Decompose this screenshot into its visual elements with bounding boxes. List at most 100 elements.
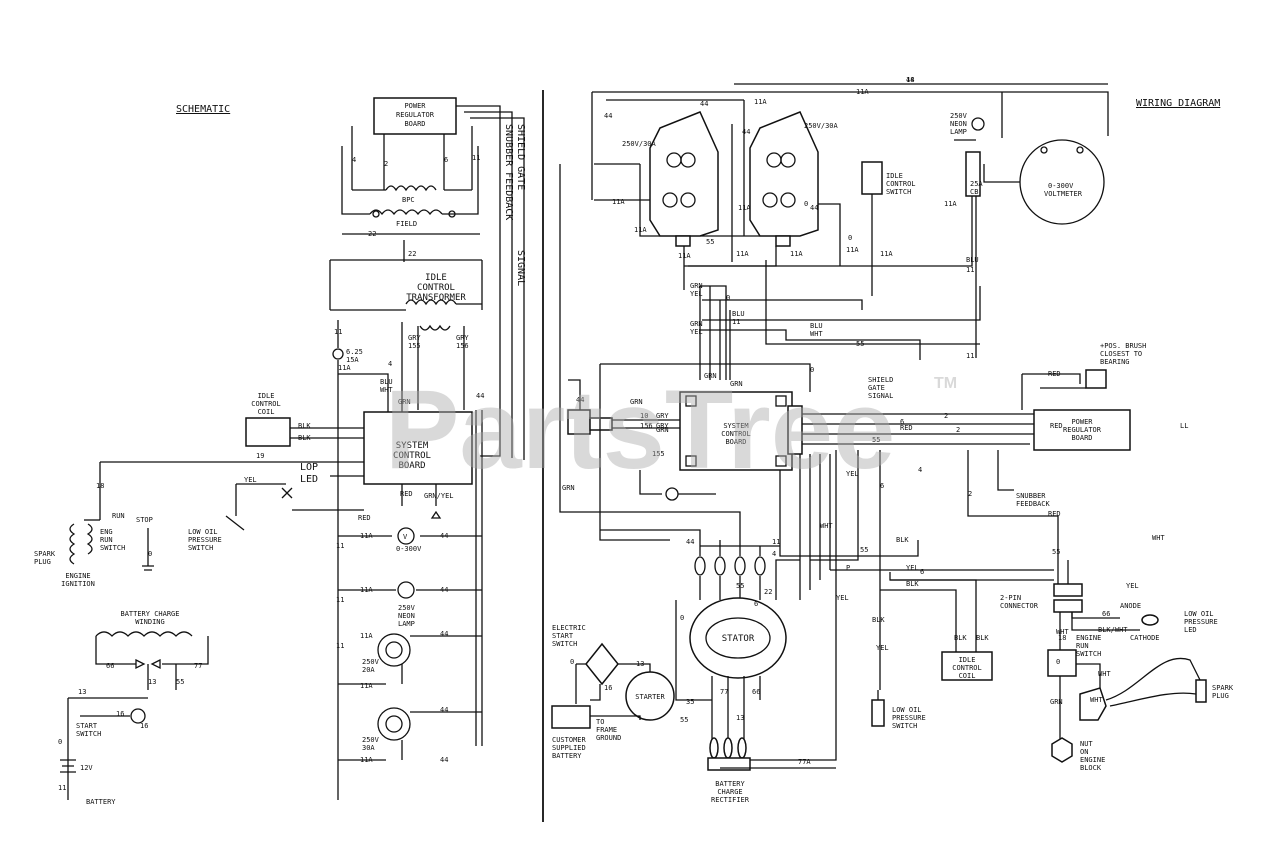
wiring-wire-label: 35 [686, 698, 694, 706]
schematic-wire-label: RED [400, 490, 413, 498]
schematic-wire-label: 11A [360, 532, 373, 540]
svg-text:COIL: COIL [959, 672, 976, 680]
svg-text:IDLE: IDLE [959, 656, 976, 664]
svg-text:250V/30A: 250V/30A [622, 140, 657, 148]
svg-text:COIL: COIL [258, 408, 275, 416]
svg-text:ENG: ENG [100, 528, 113, 536]
svg-text:2-PIN: 2-PIN [1000, 594, 1021, 602]
schematic-wire-label: 66 [106, 662, 114, 670]
wiring-wire-label: 11A [736, 250, 749, 258]
schematic-system-control-board [363, 411, 473, 485]
wiring-customer-supplied-battery [551, 705, 591, 729]
wiring-wire-label: 77A [798, 758, 811, 766]
svg-text:BEARING: BEARING [1100, 358, 1130, 366]
svg-text:LED: LED [300, 474, 318, 485]
svg-text:BOARD: BOARD [398, 461, 425, 471]
schematic-wire-label: 77 [194, 662, 202, 670]
svg-text:SUPPLIED: SUPPLIED [552, 744, 586, 752]
wiring-wire-label: WHT [820, 522, 833, 530]
schematic-wire-label: YEL [244, 476, 257, 484]
wiring-circuit-breaker-25a [965, 151, 981, 197]
svg-text:CHARGE: CHARGE [717, 788, 742, 796]
svg-text:RUN: RUN [1076, 642, 1089, 650]
svg-text:PLUG: PLUG [1212, 692, 1229, 700]
wiring-wire-label: RED [900, 424, 913, 432]
svg-text:STARTER: STARTER [635, 693, 665, 701]
svg-text:LOW OIL: LOW OIL [1184, 610, 1214, 618]
wiring-nut-engine-block [1051, 737, 1073, 763]
wiring-wire-label: WHT [1152, 534, 1165, 542]
wiring-wire-label: 0 [680, 614, 684, 622]
wiring-wire-label: BLK [896, 536, 909, 544]
wiring-wire-label: YEL [690, 290, 703, 298]
wiring-wire-label: 11A [856, 88, 869, 96]
svg-text:SWITCH: SWITCH [76, 730, 101, 738]
svg-text:SWITCH: SWITCH [886, 188, 911, 196]
wiring-section: 250V/30A 250V/30A IDLE CONTROL SWITCH 25… [551, 83, 1234, 804]
wiring-wire-label: 6 [880, 482, 884, 490]
schematic-wire-label: 11A [360, 682, 373, 690]
wiring-low-oil-pressure-led [1141, 614, 1159, 626]
wiring-wire-label: 11 [772, 538, 780, 546]
svg-text:V: V [403, 533, 408, 541]
svg-text:250V: 250V [362, 736, 380, 744]
schematic-wire-label: GRY [456, 334, 469, 342]
svg-text:PRESSURE: PRESSURE [892, 714, 926, 722]
wiring-wire-label: 6 [754, 600, 758, 608]
svg-text:SPARK: SPARK [34, 550, 56, 558]
wiring-wire-label: BLK [976, 634, 989, 642]
schematic-wire-label: 11A [338, 364, 351, 372]
svg-text:BPC: BPC [402, 196, 415, 204]
svg-text:ENGINE: ENGINE [1076, 634, 1101, 642]
wiring-wire-label: 6 [920, 568, 924, 576]
wiring-wire-label: 55 [680, 716, 688, 724]
schematic-wire-label: 11 [58, 784, 66, 792]
svg-text:IDLE: IDLE [886, 172, 903, 180]
wiring-wire-label: 11A [846, 246, 859, 254]
svg-text:CB: CB [970, 188, 978, 196]
wiring-receptacle-30a-right: 250V/30A [749, 111, 839, 247]
svg-text:REGULATOR: REGULATOR [396, 111, 435, 119]
schematic-wire-label: 0 [58, 738, 62, 746]
wiring-wire-label: 44 [576, 396, 584, 404]
schematic-wire-label: 16 [116, 710, 124, 718]
wiring-wire-label: 0 [810, 366, 814, 374]
wiring-wire-label: 18 [1058, 634, 1066, 642]
schematic-neon-lamp [397, 581, 415, 599]
svg-text:BOARD: BOARD [1071, 434, 1092, 442]
schematic-wire-label: 22 [408, 250, 416, 258]
wiring-wire-label: 11A [944, 200, 957, 208]
svg-text:30A: 30A [362, 744, 375, 752]
schematic-wire-label: 22 [368, 230, 376, 238]
wiring-wire-label: 11 [732, 318, 740, 326]
wiring-wire-label: GRN [1050, 698, 1063, 706]
schematic-wire-label: 44 [440, 706, 448, 714]
wiring-wire-label: GRY [656, 422, 669, 430]
svg-text:POWER: POWER [404, 102, 426, 110]
schematic-wire-label: BLK [298, 422, 311, 430]
wiring-idle-control-coil [941, 651, 993, 681]
wiring-wire-label: 156 [640, 422, 653, 430]
svg-text:START: START [552, 632, 574, 640]
svg-text:TO: TO [596, 718, 604, 726]
svg-text:NUT: NUT [1080, 740, 1093, 748]
wiring-wire-label: 77 [720, 688, 728, 696]
schematic-starter-motor [130, 708, 146, 724]
wiring-wire-label: WHT [810, 330, 823, 338]
schematic-wire-label: GRY [408, 334, 421, 342]
wiring-wire-label: GRN [730, 380, 743, 388]
wiring-wire-label: 22 [764, 588, 772, 596]
schematic-idle-transformer-secondary [419, 324, 451, 331]
wiring-wire-label: 0 [726, 294, 730, 302]
wiring-low-oil-pressure-switch [871, 699, 885, 727]
svg-text:ENGINE: ENGINE [65, 572, 90, 580]
svg-text:NEON: NEON [950, 120, 967, 128]
wiring-engine-run-switch [1047, 649, 1077, 677]
svg-text:CATHODE: CATHODE [1130, 634, 1160, 642]
partstree-watermark: PartsTree [385, 367, 896, 492]
wiring-wire-label: 2 [968, 490, 972, 498]
wiring-wire-label: 10 [640, 412, 648, 420]
schematic-battery-charge-winding [95, 631, 193, 637]
svg-text:SYSTEM: SYSTEM [723, 422, 748, 430]
